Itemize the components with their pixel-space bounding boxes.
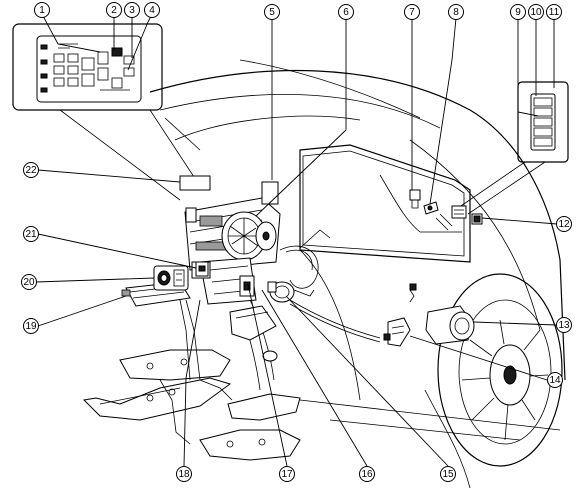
callout-number: 4 [149, 5, 155, 16]
callout-4: 4 [144, 2, 160, 18]
callout-circle [279, 466, 295, 482]
wiring-harness [279, 229, 381, 343]
callout-circle [338, 4, 354, 20]
callout-circle [556, 317, 572, 333]
callout-number: 10 [530, 7, 542, 18]
inset-connector-leader-b [467, 161, 546, 215]
hvac-unit [179, 175, 281, 305]
callout-10: 10 [528, 4, 544, 20]
callout-number: 5 [269, 7, 275, 18]
callout-number: 11 [549, 7, 560, 18]
callout-14: 14 [547, 372, 563, 388]
callout-number: 8 [453, 7, 459, 18]
callout-16: 16 [359, 466, 375, 482]
callout-circle [34, 2, 50, 18]
callout-circle [23, 162, 39, 178]
callout-15: 15 [440, 466, 456, 482]
callout-circle [510, 4, 526, 20]
callout-circle [106, 2, 122, 18]
callout-7: 7 [404, 4, 420, 20]
front-wheel [437, 273, 563, 467]
callout-circle [23, 318, 39, 334]
callout-3: 3 [124, 2, 140, 18]
callout-11: 11 [546, 4, 562, 20]
callout-number: 19 [25, 321, 37, 332]
callout-circle [21, 274, 37, 290]
callout-13: 13 [556, 317, 572, 333]
callout-circle [404, 4, 420, 20]
actuator-center [267, 281, 315, 303]
callout-number: 12 [558, 219, 570, 230]
callout-number: 7 [409, 7, 415, 18]
sensor-14 [383, 317, 411, 347]
callout-number: 14 [549, 375, 561, 386]
callout-circle [264, 4, 280, 20]
actuator-13 [409, 283, 475, 345]
callout-6: 6 [338, 4, 354, 20]
callout-circle [448, 4, 464, 20]
callout-circle [440, 466, 456, 482]
inset-relay-block [12, 23, 163, 111]
connector-11-12 [451, 205, 483, 225]
callout-circle [176, 466, 192, 482]
callout-21: 21 [23, 226, 39, 242]
callout-number: 17 [281, 469, 293, 480]
callout-18: 18 [176, 466, 192, 482]
callout-circle [528, 4, 544, 20]
callout-number: 20 [23, 277, 35, 288]
callout-1: 1 [34, 2, 50, 18]
callout-number: 21 [25, 229, 37, 240]
callout-number: 13 [558, 320, 570, 331]
pedal-assembly [82, 299, 301, 461]
callout-circle [547, 372, 563, 388]
callout-5: 5 [264, 4, 280, 20]
callout-22: 22 [23, 162, 39, 178]
inset-leader-right [149, 109, 197, 181]
callout-17: 17 [279, 466, 295, 482]
callout-circle [144, 2, 160, 18]
callout-number: 15 [442, 469, 454, 480]
vehicle-body-outline [149, 59, 566, 488]
callout-9: 9 [510, 4, 526, 20]
callout-circle [124, 2, 140, 18]
callout-circle [23, 226, 39, 242]
callout-number: 9 [515, 7, 521, 18]
leader-lines [35, 13, 558, 467]
connector-21 [195, 261, 209, 277]
door-panel [299, 144, 471, 263]
door-sensors [409, 189, 439, 215]
switch-panel [153, 265, 189, 291]
callout-12: 12 [556, 216, 572, 232]
callout-number: 2 [111, 5, 117, 16]
callout-number: 6 [343, 7, 349, 18]
callout-number: 1 [39, 5, 45, 16]
callout-2: 2 [106, 2, 122, 18]
callout-circle [359, 466, 375, 482]
inset-connector-leader-a [454, 161, 526, 211]
callout-8: 8 [448, 4, 464, 20]
callout-20: 20 [21, 274, 37, 290]
inset-connector [517, 81, 569, 163]
callout-number: 3 [129, 5, 135, 16]
callout-number: 16 [361, 469, 373, 480]
callout-19: 19 [23, 318, 39, 334]
inset-leader-left [59, 109, 181, 201]
callout-number: 18 [178, 469, 190, 480]
callout-circle [546, 4, 562, 20]
callout-circle [556, 216, 572, 232]
callout-number: 22 [25, 165, 37, 176]
